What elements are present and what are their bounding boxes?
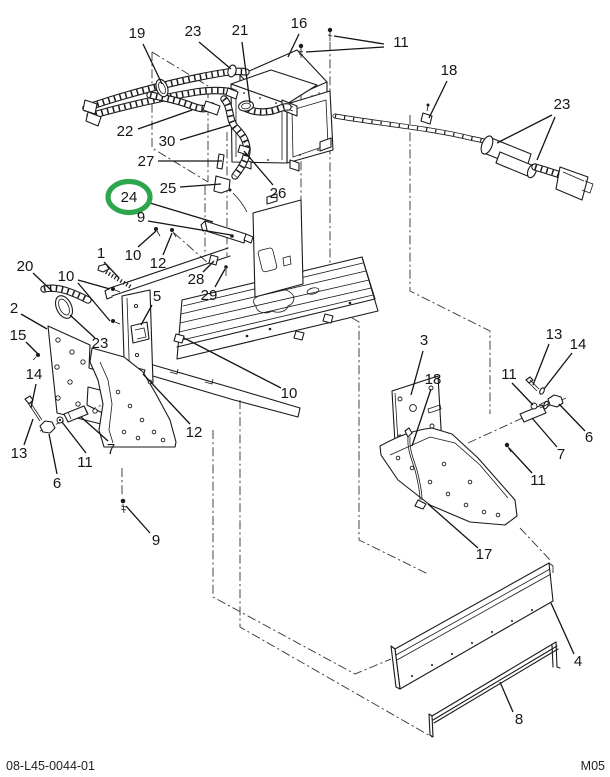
screw-10 — [154, 227, 158, 231]
support-bracket-24 — [104, 220, 254, 300]
callout-14-left: 14 — [26, 366, 43, 383]
callout-3: 3 — [420, 332, 428, 349]
cable-clamp-18 — [420, 112, 433, 125]
bolt-10 — [111, 287, 115, 291]
wiring-harness — [82, 64, 292, 213]
callout-27: 27 — [138, 153, 155, 170]
callout-4: 4 — [574, 653, 582, 670]
callout-6-left: 6 — [53, 475, 61, 492]
callout-18-right: 18 — [425, 371, 442, 388]
callout-2: 2 — [10, 300, 18, 317]
callout-10-c: 10 — [281, 385, 298, 402]
spacer-7 — [63, 405, 89, 423]
tray-nut — [322, 313, 334, 324]
bolt-10 — [111, 319, 115, 323]
clip-5 — [130, 321, 150, 344]
callout-7-left: 7 — [107, 441, 115, 458]
rear-wall-panel — [252, 193, 304, 298]
callout-9-top: 9 — [137, 209, 145, 226]
callout-17: 17 — [476, 546, 493, 563]
callout-23-top: 23 — [185, 23, 202, 40]
callout-13-left: 13 — [11, 445, 28, 462]
callout-19: 19 — [129, 25, 146, 42]
callout-9-bottom: 9 — [152, 532, 160, 549]
right-fitting-hardware — [519, 376, 564, 423]
callout-23-mid: 23 — [92, 335, 109, 352]
left-fitting-hardware — [24, 353, 89, 434]
callout-23-right: 23 — [554, 96, 571, 113]
callout-5: 5 — [153, 288, 161, 305]
callout-11-top: 11 — [393, 34, 409, 51]
callout-labels: 19 23 21 16 11 18 23 22 30 27 25 26 24 9… — [10, 15, 594, 728]
right-lower-bracket — [379, 427, 518, 526]
callout-8: 8 — [515, 711, 523, 728]
right-mounting-bracket — [379, 375, 518, 526]
connector-plug — [555, 166, 589, 201]
callout-22: 22 — [117, 123, 134, 140]
callout-10-a: 10 — [125, 247, 142, 264]
leader-lines — [20, 33, 586, 713]
screw-12 — [170, 228, 174, 232]
grommet-ring — [54, 295, 74, 319]
callout-11-right-upper: 11 — [501, 366, 517, 383]
callout-16: 16 — [291, 15, 308, 32]
callout-1: 1 — [97, 245, 105, 262]
callout-10-b: 10 — [58, 268, 75, 285]
grommet-hose — [40, 284, 92, 319]
callout-14-right: 14 — [570, 336, 587, 353]
rod-17 — [407, 436, 423, 501]
callout-6-right: 6 — [585, 429, 593, 446]
callout-11-left: 11 — [77, 454, 93, 471]
callout-15: 15 — [10, 327, 27, 344]
bottom-screw-9 — [120, 498, 127, 514]
callout-7-right: 7 — [557, 446, 565, 463]
sheet-code: M05 — [581, 759, 605, 773]
cover-bolt — [298, 27, 333, 58]
bracket-25 — [213, 175, 231, 194]
lower-panel-4 — [390, 562, 554, 690]
left-mounting-plate — [47, 325, 115, 428]
green-highlight-circle — [105, 178, 153, 216]
screw-29 — [224, 265, 228, 269]
callout-12-a: 12 — [150, 255, 167, 272]
tray-nut — [173, 333, 185, 344]
callout-12-b: 12 — [186, 424, 203, 441]
tray-nut — [293, 330, 305, 341]
callout-29: 29 — [201, 287, 218, 304]
callout-24-highlighted: 24 — [121, 189, 138, 206]
callout-20: 20 — [17, 258, 34, 275]
clip-28 — [208, 254, 219, 266]
mounting-bolt-1 — [97, 263, 133, 289]
callout-30: 30 — [159, 133, 176, 150]
washer-14 — [539, 387, 545, 395]
left-angled-bracket — [89, 347, 177, 448]
sill-strip-8 — [428, 641, 561, 738]
callout-28: 28 — [188, 271, 205, 288]
callout-21: 21 — [232, 22, 249, 39]
screw-15 — [36, 353, 40, 357]
harness-end-fitting — [82, 99, 102, 127]
callout-18-top: 18 — [441, 62, 458, 79]
cable-connector-assembly — [332, 103, 594, 201]
screw-11 — [504, 442, 510, 448]
nut-6 — [39, 420, 56, 434]
callout-13-right: 13 — [546, 326, 563, 343]
part-number: 08-L45-0044-01 — [6, 759, 95, 773]
callout-11-right-lower: 11 — [530, 472, 546, 489]
callout-26: 26 — [270, 185, 287, 202]
callout-25: 25 — [160, 180, 177, 197]
